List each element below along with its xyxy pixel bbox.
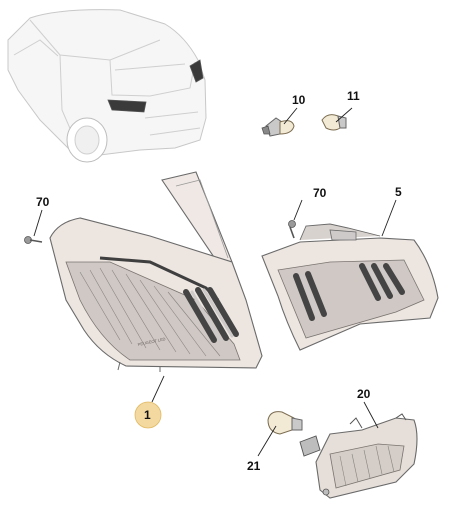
part-5-inner-tail-lamp[interactable] [261, 223, 439, 351]
callout-labels: 10 11 70 70 5 1 20 21 [36, 89, 402, 473]
vehicle-taillamp-left [107, 99, 147, 113]
callout-20[interactable]: 20 [357, 387, 371, 401]
part-70-screw-right[interactable] [288, 220, 296, 239]
part-20-lamp-unit[interactable] [299, 413, 418, 499]
callout-70-left[interactable]: 70 [36, 195, 50, 209]
part-1-outer-tail-lamp[interactable]: PEUGEOT LED [49, 171, 263, 372]
lamp-marking: PEUGEOT LED [137, 336, 166, 347]
part-1-lens-hatching [79, 267, 221, 357]
callout-21[interactable]: 21 [247, 459, 261, 473]
callout-70-right[interactable]: 70 [313, 186, 327, 200]
vehicle-taillamp-right [189, 59, 204, 83]
vehicle-outline [7, 9, 207, 163]
callout-10[interactable]: 10 [292, 93, 306, 107]
part-70-screw-left[interactable] [24, 236, 43, 244]
callout-11[interactable]: 11 [347, 89, 360, 103]
callout-1[interactable]: 1 [144, 408, 151, 422]
callout-1-highlight [134, 401, 162, 429]
leader-lines [33, 107, 397, 457]
callout-5[interactable]: 5 [395, 185, 402, 199]
part-10-bulb-holder[interactable] [261, 117, 295, 137]
